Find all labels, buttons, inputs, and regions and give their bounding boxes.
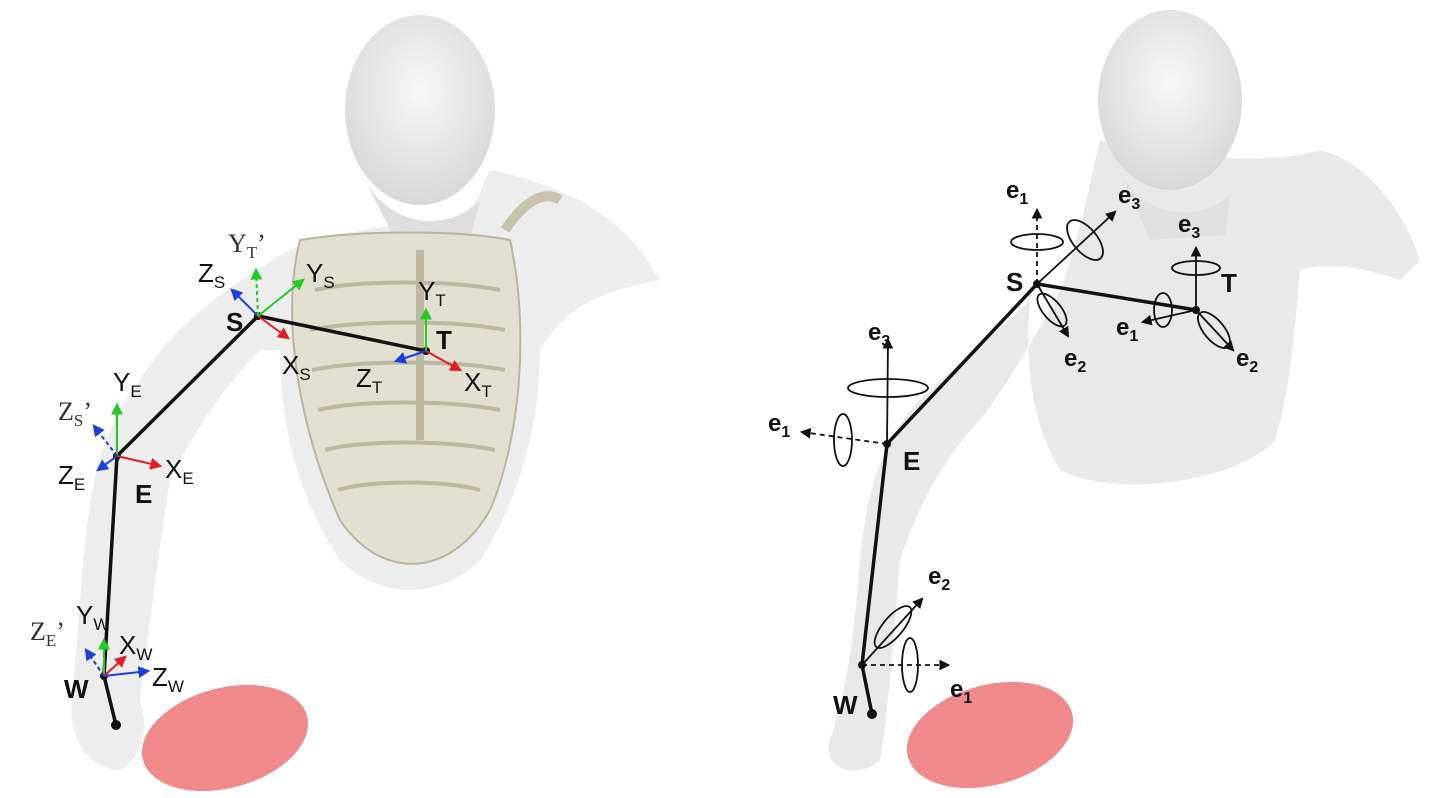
right-point-e: E — [903, 446, 920, 476]
label-e-e1: e1 — [768, 410, 790, 441]
label-xe: XE — [165, 454, 194, 488]
label-zs: ZS — [198, 258, 225, 292]
right-head — [1098, 10, 1242, 190]
right-point-t: T — [1221, 268, 1237, 298]
label-ze-prime: ZE’ — [30, 617, 65, 650]
left-head — [345, 15, 495, 205]
label-s-e1: e1 — [1006, 177, 1028, 208]
label-zw: ZW — [152, 662, 184, 696]
label-w-e1: e1 — [950, 676, 972, 707]
label-e-e3: e3 — [868, 319, 890, 350]
label-w-e2: e2 — [928, 563, 950, 594]
left-point-t: T — [436, 325, 452, 355]
left-point-w: W — [64, 674, 89, 704]
left-point-s: S — [226, 307, 243, 337]
label-zs-prime: ZS’ — [58, 397, 92, 430]
label-ze: ZE — [58, 460, 85, 494]
left-point-e: E — [135, 479, 152, 509]
label-ye: YE — [113, 367, 142, 401]
right-paddle — [895, 665, 1085, 798]
right-point-w: W — [833, 690, 858, 720]
label-yt-prime: YT’ — [228, 229, 266, 262]
right-point-s: S — [1006, 267, 1023, 297]
